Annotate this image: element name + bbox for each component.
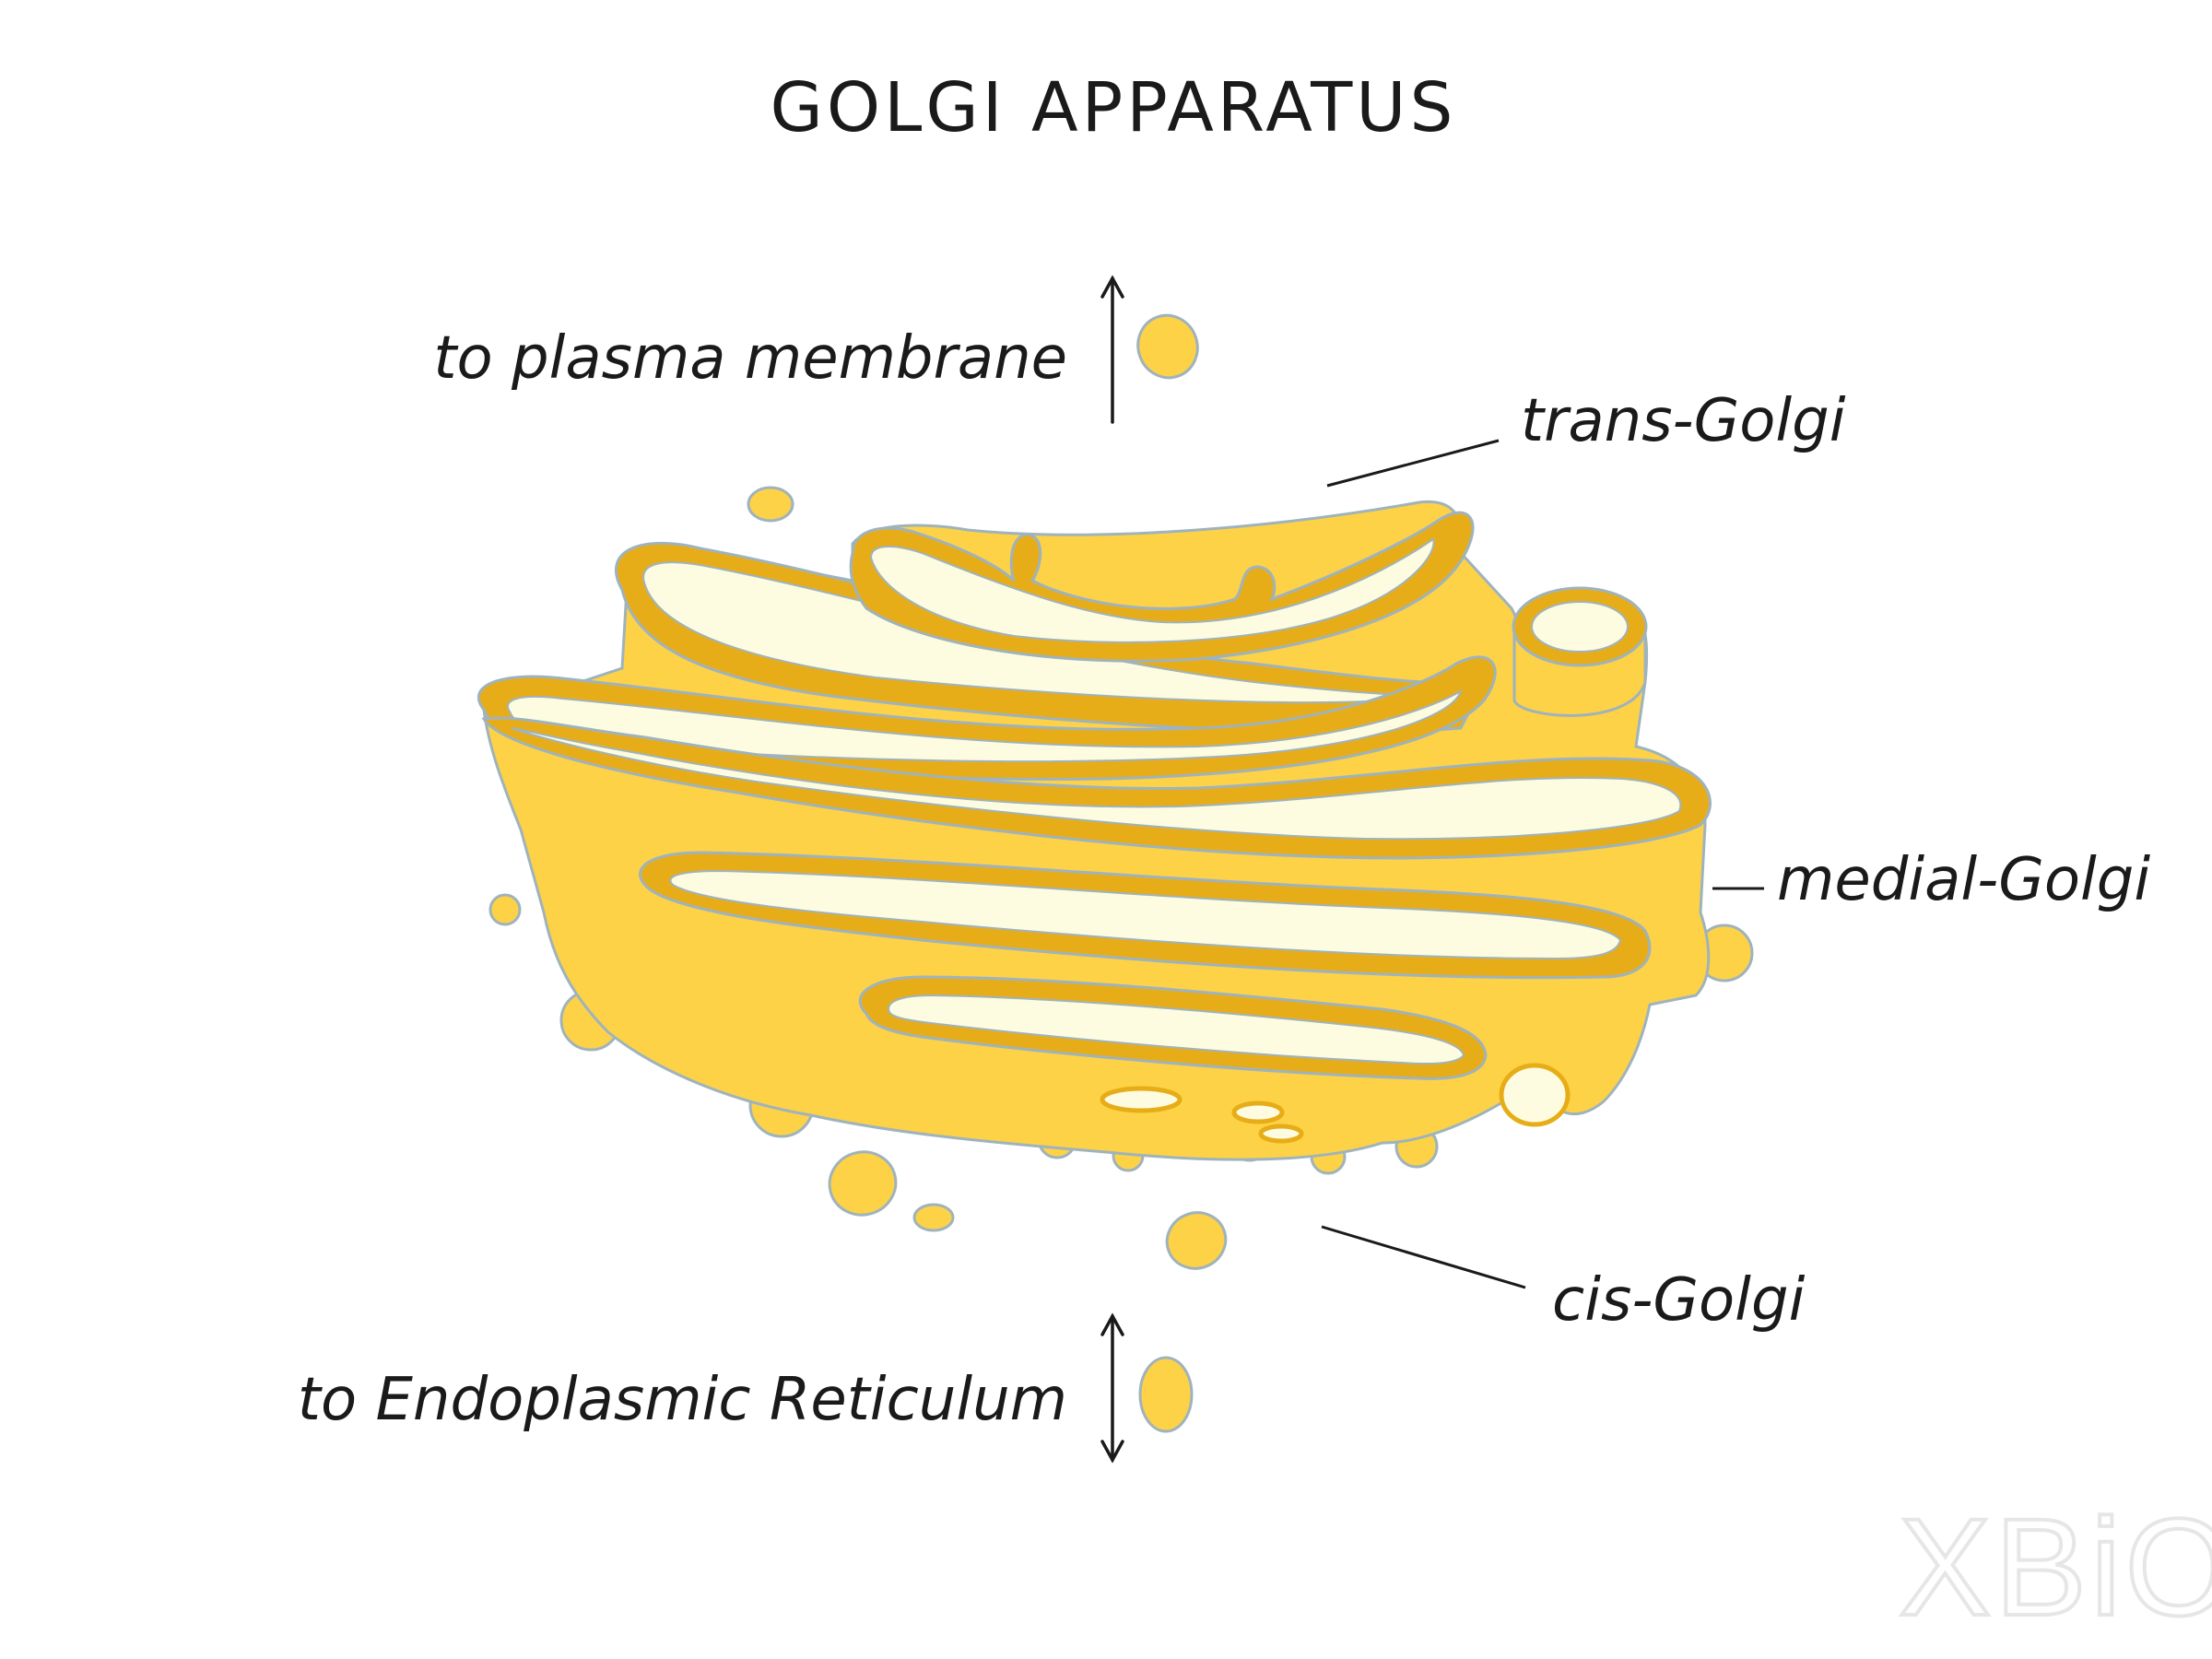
label-cis-golgi: cis-Golgi: [1552, 1266, 1806, 1335]
fenestration: [1231, 1100, 1285, 1124]
label-medial-golgi: medial-Golgi: [1777, 846, 2150, 914]
secretory-vesicle: [1136, 313, 1199, 380]
fenestration: [1258, 1124, 1304, 1144]
leader-line-cis: [1321, 1225, 1526, 1289]
leader-line-trans: [1326, 439, 1500, 488]
fenestration: [1100, 1086, 1182, 1113]
golgi-apparatus: [477, 500, 1754, 1175]
cisterna-medial-3: [639, 851, 1652, 980]
label-to-endoplasmic-reticulum: to Endoplasmic Reticulum: [298, 1366, 1067, 1434]
label-trans-golgi: trans-Golgi: [1521, 387, 1846, 455]
watermark-logo: XBiO: [1899, 1489, 2212, 1644]
transport-vesicle: [1138, 1356, 1194, 1433]
cisterna-medial-2: [481, 716, 1712, 860]
double-arrow-icon: [1100, 1312, 1124, 1464]
label-to-plasma-membrane: to plasma membrane: [433, 324, 1067, 393]
up-arrow-icon: [1100, 275, 1124, 424]
diagram-title: GOLGI APPARATUS: [771, 68, 1457, 147]
free-vesicles: [747, 486, 1228, 1270]
cisterna-trans-2: [849, 511, 1475, 663]
fenestration: [1499, 1063, 1571, 1127]
tubule: [1512, 586, 1648, 717]
cisterna-cis: [858, 975, 1488, 1080]
